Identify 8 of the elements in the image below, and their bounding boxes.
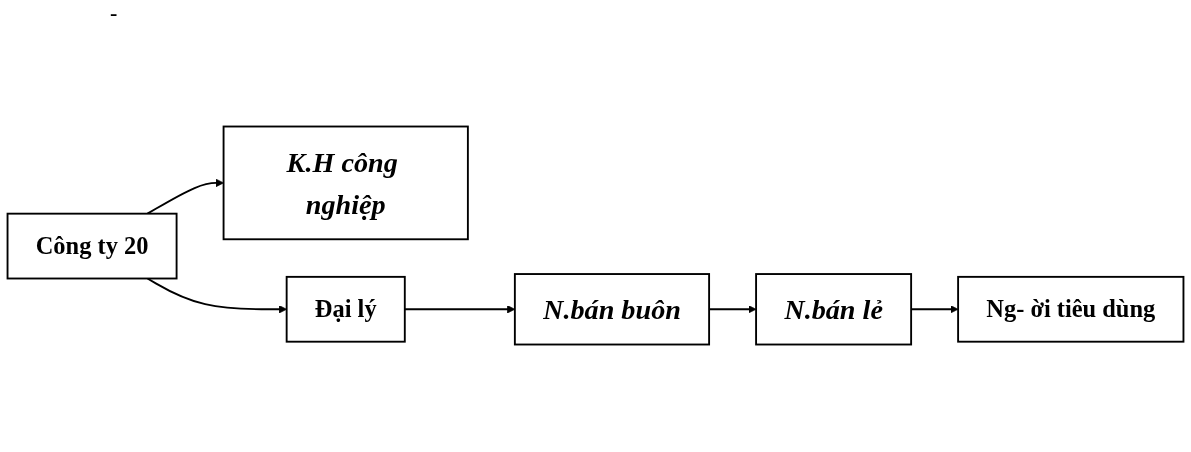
node-box: Công ty 20 — [6, 213, 178, 280]
node-box: Ng- ời tiêu dùng — [957, 276, 1185, 344]
note-text: - — [110, 0, 118, 25]
node-box: N.bán buôn — [513, 273, 711, 346]
node-box: K.H công nghiệp — [222, 126, 469, 241]
arrow — [146, 179, 224, 216]
node-box: Đại lý — [285, 276, 406, 344]
node-box: N.bán lẻ — [755, 273, 913, 346]
